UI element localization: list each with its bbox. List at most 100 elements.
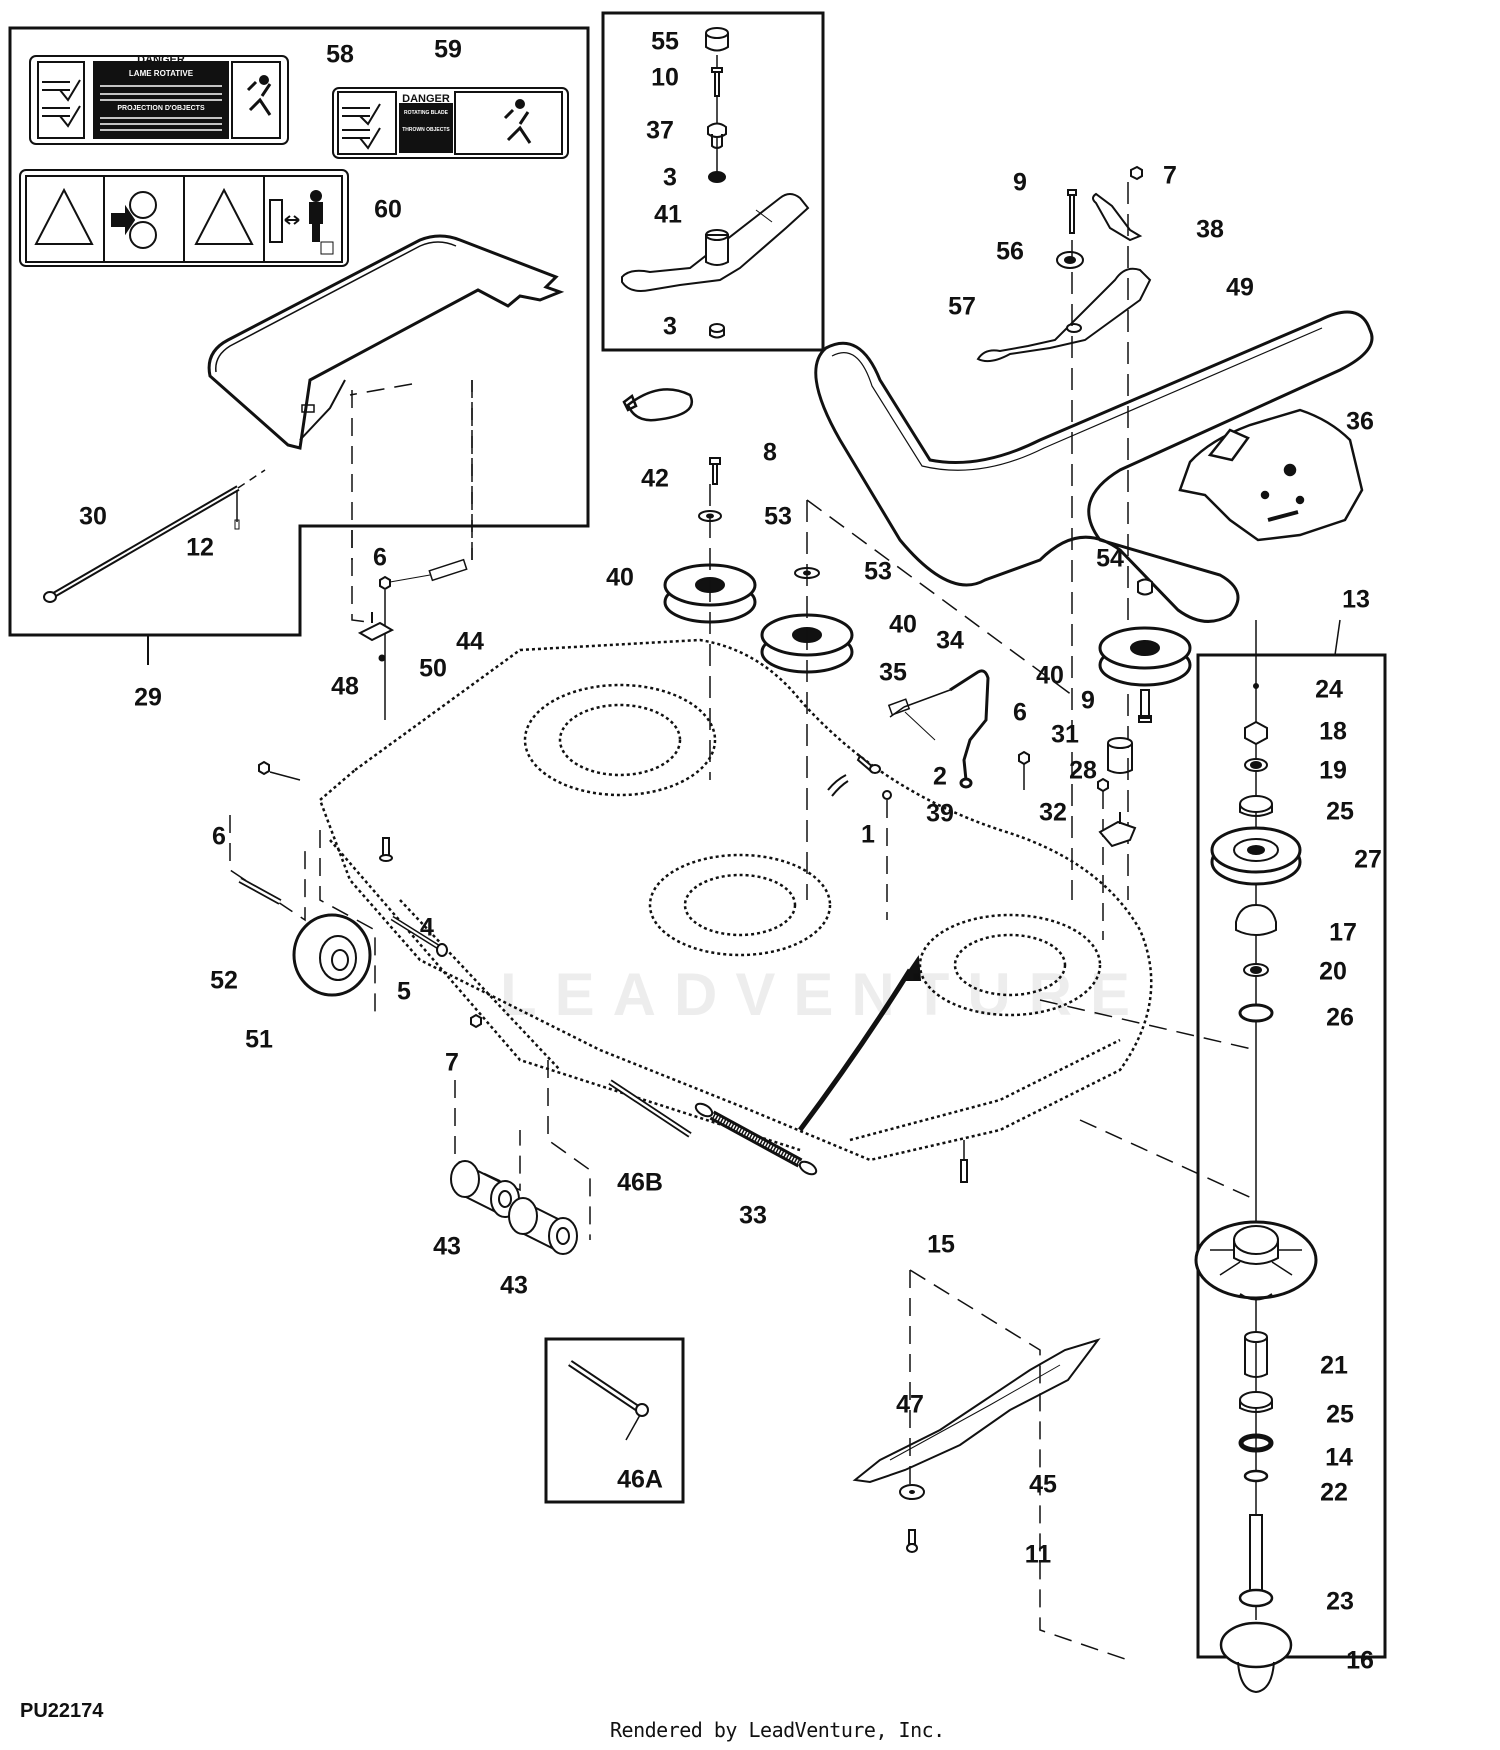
- bolt-39: [882, 790, 892, 800]
- belt-49: [814, 310, 1374, 623]
- decal-58-line2: PROJECTION D'OBJECTS: [117, 105, 205, 112]
- callout-label-17: 17: [1329, 918, 1357, 947]
- callout-label-6a: 6: [373, 543, 387, 572]
- pin-46a-box: [544, 1337, 685, 1504]
- decal-60: [19, 169, 349, 267]
- pin-2: [856, 754, 881, 774]
- washer-50: [378, 654, 386, 662]
- callout-label-40b: 40: [889, 610, 917, 639]
- direction-arrow: [797, 968, 913, 1132]
- callout-label-52: 52: [210, 966, 238, 995]
- callout-label-23: 23: [1326, 1587, 1354, 1616]
- callout-label-37: 37: [646, 116, 674, 145]
- idler-pulley-40-b: [760, 500, 854, 900]
- figure-id: PU22174: [20, 1700, 104, 1722]
- callout-label-42: 42: [641, 464, 669, 493]
- callout-label-53a: 53: [764, 502, 792, 531]
- callout-label-46a: 46A: [617, 1465, 663, 1494]
- callout-label-13: 13: [1342, 585, 1370, 614]
- callout-label-45: 45: [1029, 1470, 1057, 1499]
- callout-label-14: 14: [1325, 1443, 1353, 1472]
- direction-arrow-head: [901, 955, 922, 981]
- callout-label-7a: 7: [1163, 161, 1177, 190]
- callout-label-12: 12: [186, 533, 214, 562]
- callout-label-39: 39: [926, 799, 954, 828]
- callout-label-25b: 25: [1326, 1400, 1354, 1429]
- bolt-4: [379, 837, 393, 862]
- callout-label-3b: 3: [663, 312, 677, 341]
- decal-58-line1: LAME ROTATIVE: [129, 69, 194, 78]
- callout-label-6c: 6: [1013, 698, 1027, 727]
- callout-label-3a: 3: [663, 163, 677, 192]
- callout-label-43b: 43: [500, 1271, 528, 1300]
- bracket-48: [357, 612, 395, 642]
- render-credit: Rendered by LeadVenture, Inc.: [610, 1718, 945, 1742]
- callout-label-15: 15: [927, 1230, 955, 1259]
- watermark: LEADVENTURE: [500, 961, 1149, 1028]
- callout-label-19: 19: [1319, 756, 1347, 785]
- callout-label-48: 48: [331, 672, 359, 701]
- callout-label-6b: 6: [212, 822, 226, 851]
- spring-33: [694, 1102, 818, 1176]
- chute-dashed-guide: [349, 380, 473, 560]
- callout-label-54: 54: [1096, 544, 1124, 573]
- decal-59: DANGER ROTATING BLADE THROWN OBJECTS: [332, 87, 569, 159]
- callout-label-5: 5: [397, 977, 411, 1006]
- group-29-outline: [8, 26, 590, 637]
- callout-label-50: 50: [419, 654, 447, 683]
- callout-label-18: 18: [1319, 717, 1347, 746]
- blade-47: [852, 1338, 1101, 1484]
- idler-pulley-40-a: [663, 457, 757, 780]
- callout-label-38: 38: [1196, 215, 1224, 244]
- callout-label-36: 36: [1346, 407, 1374, 436]
- roller-43-b: [508, 1197, 578, 1255]
- nut-6-top: [379, 575, 391, 591]
- callout-label-9b: 9: [1081, 686, 1095, 715]
- callout-label-20: 20: [1319, 957, 1347, 986]
- callout-label-27: 27: [1354, 845, 1382, 874]
- callout-label-9a: 9: [1013, 168, 1027, 197]
- nut-6-right: [1018, 750, 1030, 766]
- callout-label-4: 4: [420, 913, 434, 942]
- callout-label-40c: 40: [1036, 661, 1064, 690]
- callout-label-7b: 7: [445, 1048, 459, 1077]
- bolt-5: [390, 915, 448, 957]
- callout-label-33: 33: [739, 1201, 767, 1230]
- callout-label-32: 32: [1039, 798, 1067, 827]
- idler-arm-box: [601, 11, 825, 352]
- callout-label-21: 21: [1320, 1351, 1348, 1380]
- callout-label-47: 47: [896, 1390, 924, 1419]
- blade-dashed-guide: [909, 1269, 1129, 1661]
- discharge-chute: [207, 234, 565, 450]
- callout-label-24: 24: [1315, 675, 1343, 704]
- callout-label-56: 56: [996, 237, 1024, 266]
- callout-label-30: 30: [79, 502, 107, 531]
- decal-59-header: DANGER: [402, 93, 450, 105]
- callout-label-41: 41: [654, 200, 682, 229]
- spring-44: [389, 380, 473, 583]
- bolt-11: [906, 1529, 918, 1553]
- callout-label-34: 34: [936, 626, 964, 655]
- callout-label-11: 11: [1024, 1540, 1052, 1569]
- callout-label-8: 8: [763, 438, 777, 467]
- callout-label-59: 59: [434, 35, 462, 64]
- roller-51: [292, 913, 372, 997]
- callout-label-25a: 25: [1326, 797, 1354, 826]
- bolt-15: [960, 1140, 968, 1183]
- callout-label-55: 55: [651, 27, 679, 56]
- decal-58-header: DANGER: [137, 54, 185, 66]
- dashed-guide-center: [806, 499, 1073, 696]
- rod-30: [43, 469, 266, 603]
- spindle-box-leader: [1334, 619, 1341, 656]
- idler-arm-41-assembly: [621, 27, 810, 339]
- belt-shield-36: [1178, 408, 1364, 542]
- callout-label-58: 58: [326, 40, 354, 69]
- callout-label-57: 57: [948, 292, 976, 321]
- callout-label-28: 28: [1069, 756, 1097, 785]
- pin-52: [238, 877, 282, 905]
- dashed-guide-48: [351, 530, 369, 623]
- mower-deck: [318, 638, 1153, 1162]
- bushing-31: [1107, 737, 1133, 774]
- decal-59-line2: THROWN OBJECTS: [402, 127, 450, 133]
